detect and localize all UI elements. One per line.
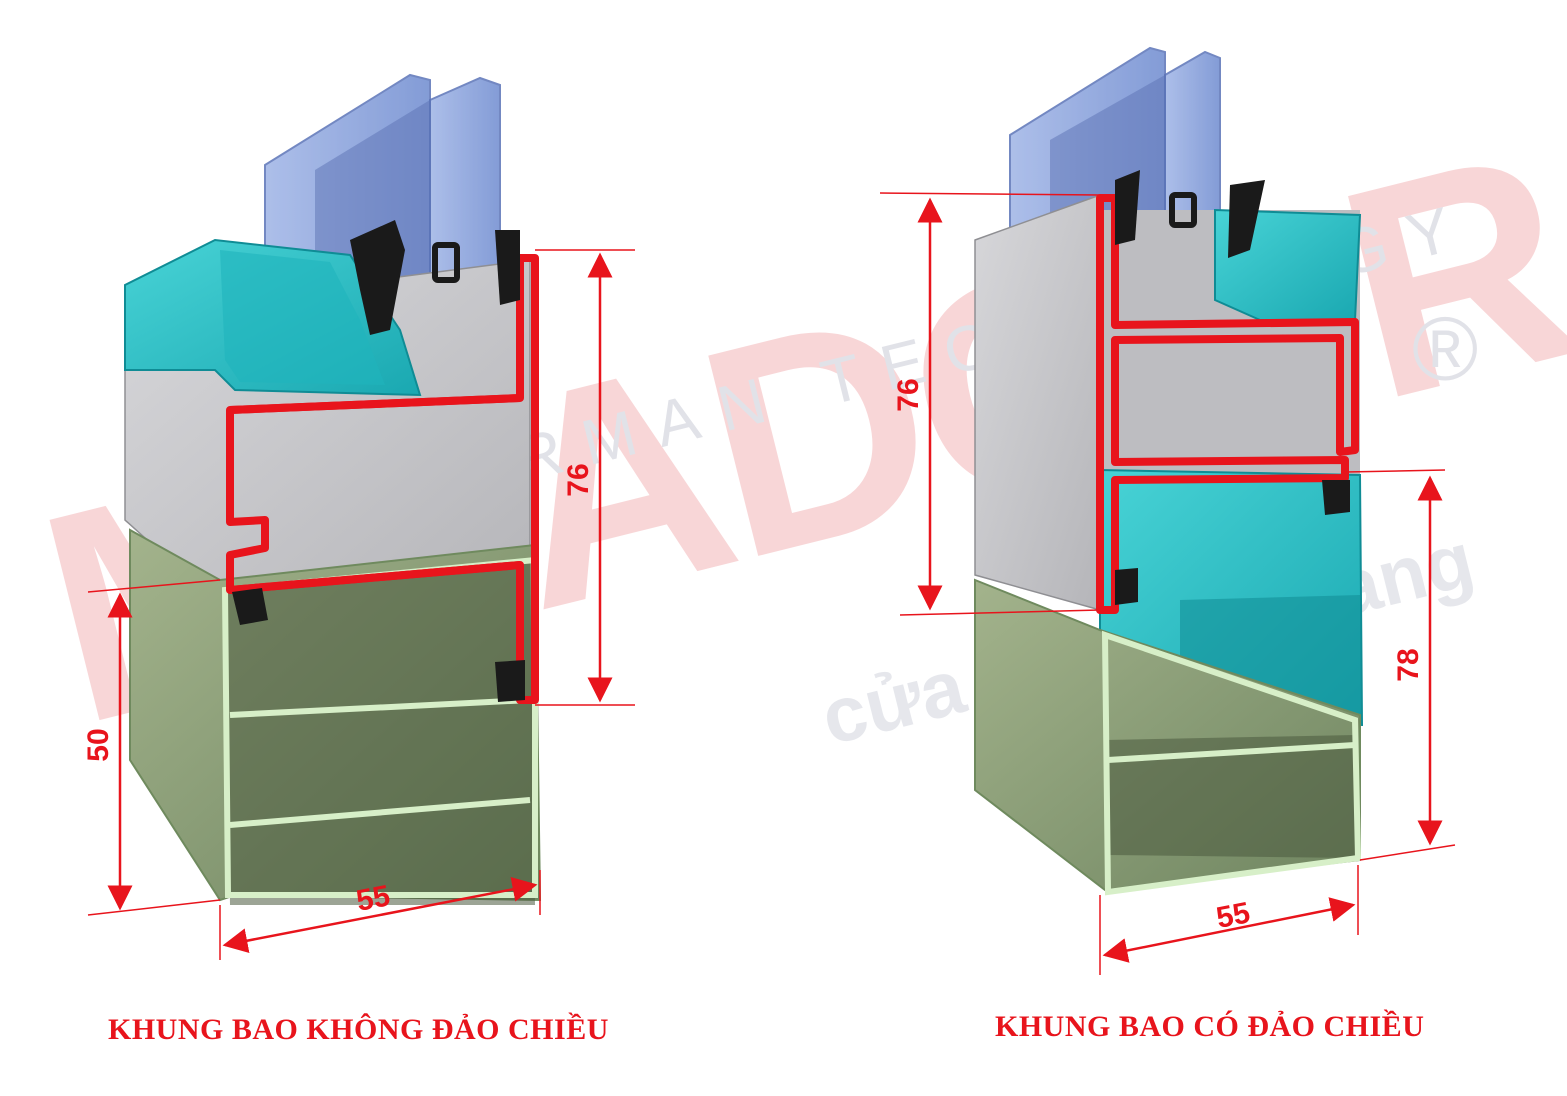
left-gaskets — [232, 220, 525, 702]
right-gaskets — [1115, 170, 1350, 605]
left-dimensions: 76 50 55 — [82, 249, 635, 960]
left-dim-55: 55 — [354, 879, 393, 918]
left-dim-76: 76 — [562, 463, 595, 496]
right-profile — [974, 46, 1364, 896]
right-dimensions: 76 78 55 — [879, 192, 1456, 975]
right-red-section — [1096, 194, 1359, 614]
right-dim-76: 76 — [892, 378, 925, 411]
right-caption: KHUNG BAO CÓ ĐẢO CHIỀU — [995, 1010, 1425, 1043]
right-sash-body — [974, 193, 1101, 611]
right-dim-78: 78 — [1392, 648, 1425, 681]
left-profile — [124, 73, 542, 905]
right-dim-55: 55 — [1214, 896, 1253, 935]
left-dim-50: 50 — [82, 728, 115, 761]
watermark-registered: ® — [1412, 300, 1478, 400]
left-caption: KHUNG BAO KHÔNG ĐẢO CHIỀU — [108, 1013, 609, 1046]
